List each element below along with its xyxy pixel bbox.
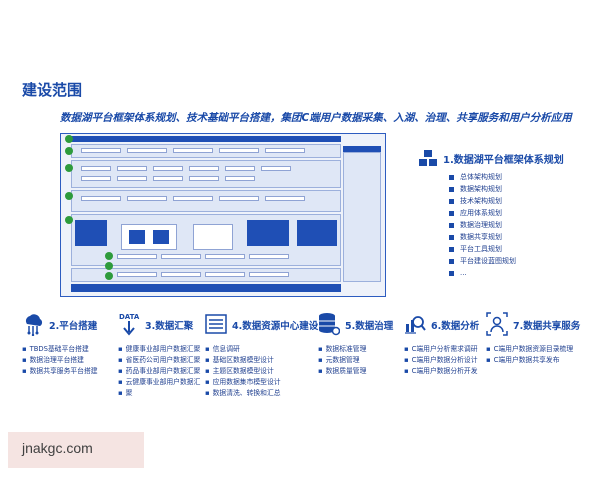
section-title: 3.数据汇聚 xyxy=(145,321,194,332)
section-title: 2.平台搭建 xyxy=(49,321,98,332)
list-item: 平台建设蓝图规划 xyxy=(449,255,516,267)
item1-title: 1.数据湖平台框架体系规划 xyxy=(443,155,564,166)
list-item: C端用户数据分析设计 xyxy=(404,355,478,366)
watermark: jnakgc.com xyxy=(8,432,144,468)
diagram-marker xyxy=(65,216,73,224)
list-item: 平台工具规划 xyxy=(449,243,516,255)
list-item: 数据架构规划 xyxy=(449,183,516,195)
item1-sublist: 总体架构规划 数据架构规划 技术架构规划 应用体系规划 数据治理规划 数据共享规… xyxy=(449,171,516,279)
list-item: 聚 xyxy=(118,388,200,399)
database-settings-icon xyxy=(319,313,340,336)
list-item: C端用户数据共享发布 xyxy=(486,355,573,366)
page-title: 建设范围 xyxy=(22,81,83,99)
diagram-top-band xyxy=(71,136,341,142)
list-item: 技术架构规划 xyxy=(449,195,516,207)
list-item: C端用户分析需求调研 xyxy=(404,344,478,355)
diagram-lane xyxy=(71,160,341,188)
diagram-bottom-band xyxy=(71,284,341,292)
diagram-side-panel xyxy=(343,152,381,282)
section-title: 6.数据分析 xyxy=(431,321,480,332)
list-item: 省医药公司用户数据汇聚 xyxy=(118,355,201,366)
svg-text:DATA: DATA xyxy=(119,313,140,321)
section-title: 4.数据资源中心建设 xyxy=(232,321,319,332)
list-item: 数据清洗、转换和汇总 xyxy=(205,388,281,399)
list-item: 数据标准管理 xyxy=(318,344,367,355)
section-title: 7.数据共享服务 xyxy=(513,321,581,332)
list-item: 信息调研 xyxy=(205,344,281,355)
list-item: ... xyxy=(449,267,516,279)
diagram-marker xyxy=(105,272,113,280)
diagram-marker xyxy=(105,262,113,270)
page-subtitle: 数据湖平台框架体系规划、技术基础平台搭建，集团C端用户数据采集、入湖、治理、共享… xyxy=(60,112,572,124)
list-item: 元数据管理 xyxy=(318,355,366,366)
diagram-marker xyxy=(65,164,73,172)
architecture-diagram xyxy=(60,133,386,297)
list-item: 数据治理规划 xyxy=(449,219,516,231)
list-item: TBDS基础平台搭建 xyxy=(22,344,98,355)
diagram-marker xyxy=(65,135,73,143)
diagram-lane xyxy=(71,190,341,212)
list-item: 主题区数据模型设计 xyxy=(205,366,281,377)
list-item: 云健康事业部用户数据汇 xyxy=(118,377,201,388)
list-item: 应用体系规划 xyxy=(449,207,516,219)
list-item: C端用户数据资源目录梳理 xyxy=(486,344,574,355)
list-item: 健康事业部用户数据汇聚 xyxy=(118,344,201,355)
list-item: C端用户数据分析开发 xyxy=(404,366,478,377)
list-item: 应用数据集市模型设计 xyxy=(205,377,281,388)
cloud-network-icon xyxy=(25,314,43,336)
list-item: 数据治理平台搭建 xyxy=(22,355,98,366)
list-item: 药品事业部用户数据汇聚 xyxy=(118,366,201,377)
analytics-chart-icon xyxy=(405,316,426,334)
watermark-text: jnakgc.com xyxy=(22,440,93,456)
section-title: 5.数据治理 xyxy=(345,321,394,332)
list-item: 基础区数据模型设计 xyxy=(205,355,281,366)
diagram-marker xyxy=(65,192,73,200)
user-share-icon xyxy=(486,312,508,336)
cubes-icon xyxy=(419,150,437,166)
list-item: 数据质量管理 xyxy=(318,366,367,377)
list-item: 数据共享服务平台搭建 xyxy=(22,366,98,377)
list-item: 总体架构规划 xyxy=(449,171,516,183)
server-list-icon xyxy=(205,314,227,334)
list-item: 数据共享规划 xyxy=(449,231,516,243)
data-download-icon: DATA xyxy=(119,313,140,336)
diagram-side-header xyxy=(343,146,381,152)
diagram-marker xyxy=(65,147,73,155)
diagram-marker xyxy=(105,252,113,260)
